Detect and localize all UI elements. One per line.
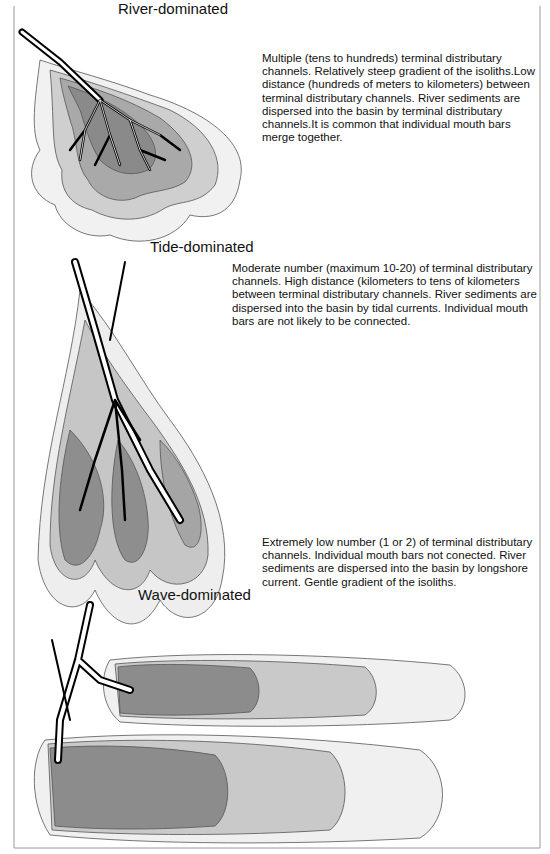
delta-type-title: Tide-dominated <box>150 238 254 255</box>
river-channels <box>22 32 180 170</box>
delta-type-title: River-dominated <box>118 0 228 17</box>
river-delta <box>32 60 242 241</box>
tide-channels <box>75 262 180 520</box>
description-text: Moderate number (maximum 10-20) of termi… <box>232 262 538 328</box>
tide-delta <box>38 290 225 624</box>
description-text: Multiple (tens to hundreds) terminal dis… <box>262 52 544 144</box>
description-text: Extremely low number (1 or 2) of termina… <box>262 536 534 589</box>
delta-type-title: Wave-dominated <box>138 586 251 603</box>
wave-channels <box>52 605 130 760</box>
